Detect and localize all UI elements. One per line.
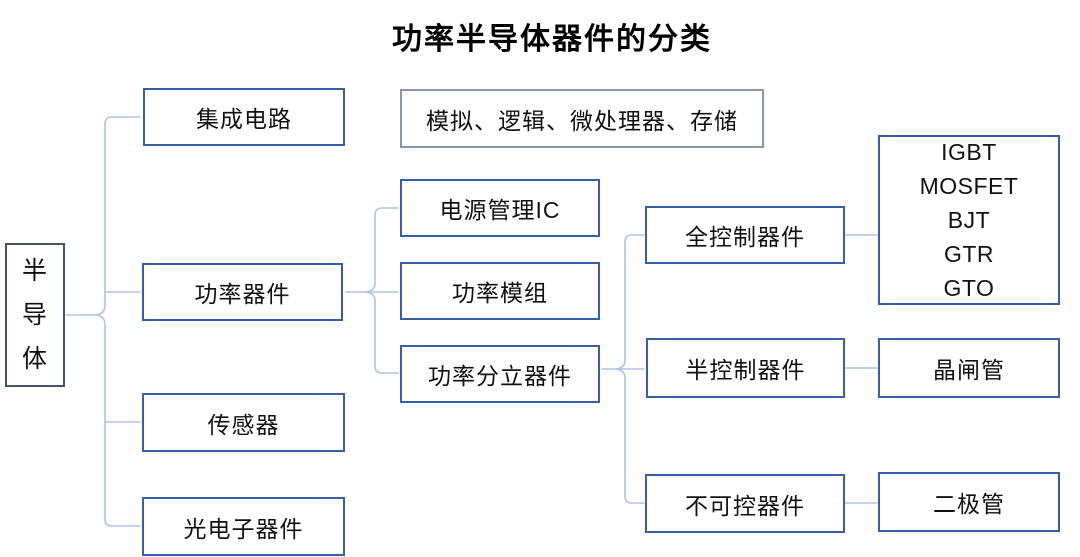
node-diode: 二极管 xyxy=(878,472,1060,532)
node-power-devices: 功率器件 xyxy=(142,263,343,321)
node-semi-controlled: 半控制器件 xyxy=(646,338,845,398)
node-fully-controlled: 全控制器件 xyxy=(645,206,845,264)
node-fully-controlled-types: IGBT MOSFET BJT GTR GTO xyxy=(878,135,1060,305)
node-power-discrete: 功率分立器件 xyxy=(400,345,600,403)
brace-power-children xyxy=(365,207,399,374)
diagram-title: 功率半导体器件的分类 xyxy=(392,23,712,56)
brace-root-children xyxy=(95,116,141,527)
node-ic-types: 模拟、逻辑、微处理器、存储 xyxy=(400,89,764,148)
fully-controlled-types-list: IGBT MOSFET BJT GTR GTO xyxy=(919,139,1019,301)
node-optoelectronics: 光电子器件 xyxy=(142,497,345,556)
node-uncontrolled: 不可控器件 xyxy=(645,474,845,533)
node-thyristor: 晶闸管 xyxy=(878,338,1060,398)
node-power-management-ic: 电源管理IC xyxy=(400,179,600,237)
node-sensors: 传感器 xyxy=(142,393,345,452)
node-semiconductor: 半导体 xyxy=(5,243,65,387)
node-semiconductor-label: 半导体 xyxy=(21,257,48,373)
node-integrated-circuit: 集成电路 xyxy=(143,88,345,146)
node-power-module: 功率模组 xyxy=(400,262,600,320)
